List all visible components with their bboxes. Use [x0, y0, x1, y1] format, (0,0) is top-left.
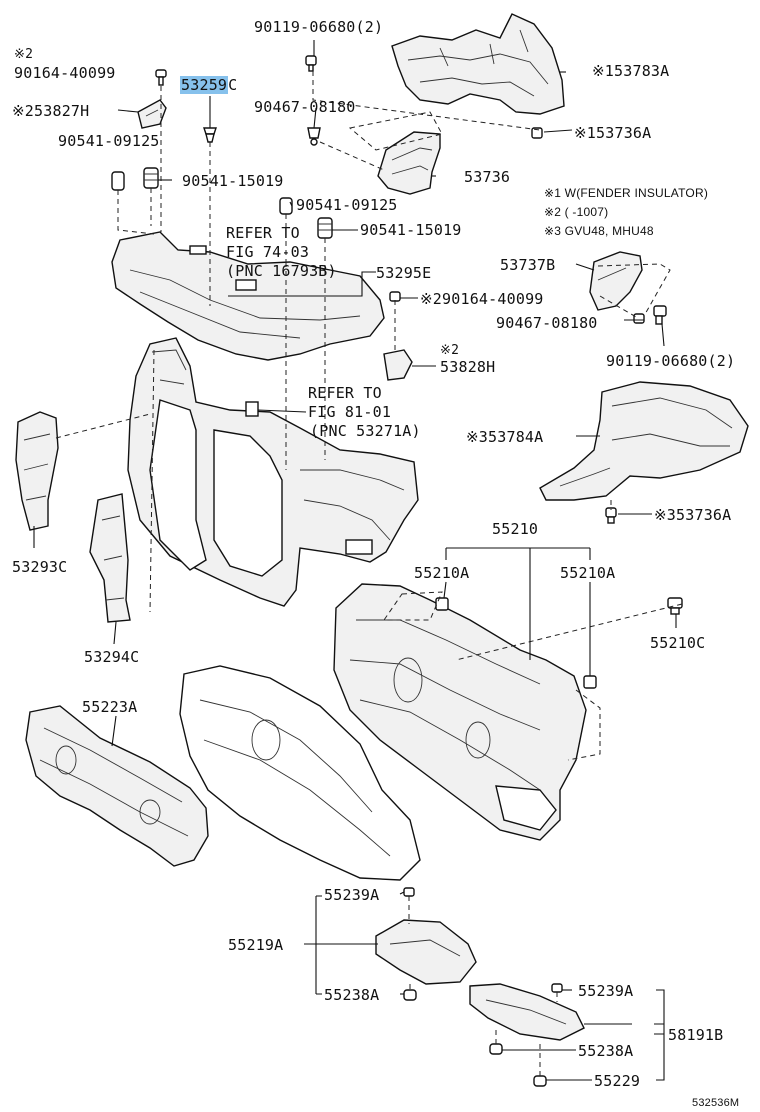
fender-insulator-53783a: [391, 13, 565, 115]
refer-fig81-line2[interactable]: FIG 81-01: [308, 403, 392, 421]
label-53259c-number: 53259: [180, 76, 229, 94]
clip-90467-08180-a: [307, 127, 321, 146]
label-53736a-b[interactable]: ※353736A: [654, 506, 732, 524]
label-55210[interactable]: 55210: [492, 520, 539, 538]
bolt-90119-06680-b: [653, 305, 667, 325]
clip-55238a-a: [403, 989, 417, 1001]
label-55239a-a[interactable]: 55239A: [324, 886, 380, 904]
label-53736a-a[interactable]: ※153736A: [574, 124, 652, 142]
label-note-90164-40099-a: ※2: [14, 47, 34, 62]
bolt-53736a-b: [605, 507, 617, 524]
clip-55210a-right: [583, 675, 597, 689]
label-53294c[interactable]: 53294C: [84, 648, 140, 666]
label-90541-09125-a[interactable]: 90541-09125: [58, 132, 160, 150]
cover-55219a: [375, 919, 477, 985]
label-53736[interactable]: 53736: [464, 168, 511, 186]
clip-90467-08180-b: [633, 313, 645, 324]
label-90164-40099-b[interactable]: ※290164-40099: [420, 290, 544, 308]
label-53783a[interactable]: ※153783A: [592, 62, 670, 80]
refer-fig81-line3: (PNC 53271A): [310, 422, 421, 440]
clip-55239a-a: [403, 887, 415, 897]
legend-line-1: ※1 W(FENDER INSULATOR): [544, 186, 709, 200]
label-90467-08180-b[interactable]: 90467-08180: [496, 314, 598, 332]
nut-90541-09125-a: [111, 171, 125, 191]
label-53293c[interactable]: 53293C: [12, 558, 68, 576]
nut-90541-15019-b: [317, 217, 333, 239]
bolt-90164-40099-b: [389, 291, 401, 302]
insulator-53784a: [539, 381, 749, 501]
label-53259c-suffix: C: [228, 76, 238, 94]
label-55223a[interactable]: 55223A: [82, 698, 138, 716]
label-55210c[interactable]: 55210C: [650, 634, 706, 652]
pad-53828h: [383, 349, 413, 381]
clip-53259c: [203, 127, 217, 143]
refer-fig74-line1: REFER TO: [226, 224, 300, 242]
leader-lines: [33, 40, 677, 1081]
label-53828h[interactable]: 53828H: [440, 358, 496, 376]
label-55229[interactable]: 55229: [594, 1072, 641, 1090]
label-55219a[interactable]: 55219A: [228, 936, 284, 954]
bolt-90119-06680-a: [305, 55, 317, 72]
label-53737b[interactable]: 53737B: [500, 256, 556, 274]
label-90541-15019-b[interactable]: 90541-15019: [360, 221, 462, 239]
label-90541-09125-b[interactable]: 90541-09125: [296, 196, 398, 214]
label-53295e[interactable]: 53295E: [376, 264, 432, 282]
dash-insulator-55223a: [25, 705, 209, 867]
clip-55238a-b: [489, 1043, 503, 1055]
label-90119-06680-b[interactable]: 90119-06680(2): [606, 352, 736, 370]
label-90119-06680-a[interactable]: 90119-06680(2): [254, 18, 384, 36]
legend-line-3: ※3 GVU48, MHU48: [544, 224, 654, 238]
label-55210a-left[interactable]: 55210A: [414, 564, 470, 582]
footer-diagram-code: 532536M: [692, 1097, 740, 1109]
refer-fig81-line1: REFER TO: [308, 384, 382, 402]
label-55238a-a[interactable]: 55238A: [324, 986, 380, 1004]
clip-55210c: [667, 597, 683, 615]
bracket-53827h: [137, 99, 167, 129]
clip-55229: [533, 1075, 547, 1087]
label-53827h[interactable]: ※253827H: [12, 102, 90, 120]
label-90541-15019-a[interactable]: 90541-15019: [182, 172, 284, 190]
bolt-53736a-a: [531, 127, 543, 139]
refer-fig74-line3: (PNC 16793B): [226, 262, 337, 280]
cover-58191b: [469, 983, 585, 1041]
label-55238a-b[interactable]: 55238A: [578, 1042, 634, 1060]
label-90164-40099-a[interactable]: 90164-40099: [14, 64, 116, 82]
clip-55239a-b: [551, 983, 563, 993]
label-55210a-right[interactable]: 55210A: [560, 564, 616, 582]
seal-53294c: [89, 493, 131, 623]
label-58191b[interactable]: 58191B: [668, 1026, 724, 1044]
assembly-dashed-lines: [55, 71, 683, 1076]
dash-silencer-outline: [179, 665, 421, 881]
label-53259c[interactable]: 53259C: [180, 76, 237, 94]
label-note-53828h: ※2: [440, 343, 460, 358]
label-55239a-b[interactable]: 55239A: [578, 982, 634, 1000]
clip-55210a-left: [435, 597, 449, 611]
refer-fig74-line2[interactable]: FIG 74-03: [226, 243, 310, 261]
legend-line-2: ※2 ( -1007): [544, 205, 609, 219]
label-53784a[interactable]: ※353784A: [466, 428, 544, 446]
nut-90541-09125-b: [279, 197, 293, 215]
seal-53293c: [15, 411, 59, 531]
cowl-side-53736: [377, 131, 441, 195]
bracket-53737b: [589, 251, 643, 311]
nut-90541-15019-a: [143, 167, 159, 189]
bolt-90164-40099-a: [155, 69, 167, 86]
radiator-support-frame: [127, 337, 419, 607]
label-90467-08180-a[interactable]: 90467-08180: [254, 98, 356, 116]
